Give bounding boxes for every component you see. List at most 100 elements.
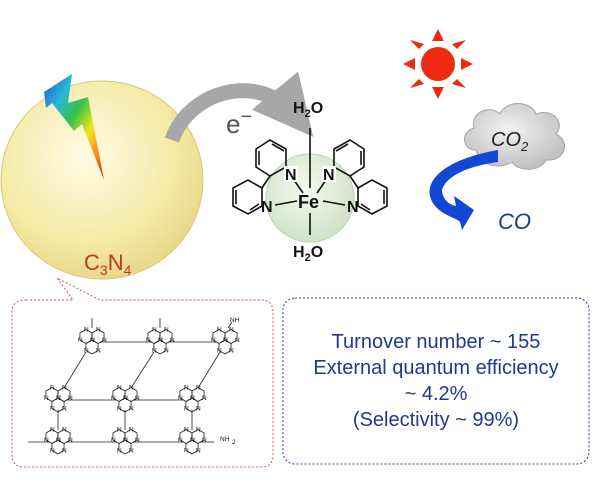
network-amine-labels: NH NH 2 <box>220 317 240 446</box>
network-n-atom: N <box>235 337 240 344</box>
network-n-atom: N <box>178 437 183 444</box>
network-bond <box>63 351 87 389</box>
network-n-atom: N <box>178 395 183 402</box>
network-n-atom: N <box>229 348 234 355</box>
network-bond <box>197 351 221 389</box>
network-ring <box>153 339 167 355</box>
network-n-atom: N <box>84 327 89 334</box>
sun-icon <box>403 29 473 99</box>
network-n-atom: N <box>117 448 122 455</box>
network-n-atom: N <box>158 337 163 344</box>
network-n-atom: N <box>146 337 151 344</box>
network-n-atom: N <box>184 385 189 392</box>
fe-complex-atom-labels: N N N N Fe H2O H2O <box>261 100 359 264</box>
network-n-atom: N <box>56 437 61 444</box>
network-n-atom: N <box>44 437 49 444</box>
network-ring <box>185 439 199 455</box>
network-n-atom: N <box>78 337 83 344</box>
network-n-atom: N <box>164 327 169 334</box>
network-n-atom: N <box>90 337 95 344</box>
network-n-atom: N <box>62 385 67 392</box>
network-n-atom: N <box>196 448 201 455</box>
network-n-atom: N <box>56 395 61 402</box>
network-n-atom: N <box>68 395 73 402</box>
network-n-atom: N <box>196 385 201 392</box>
network-n-atom: N <box>184 406 189 413</box>
network-bond <box>227 321 233 329</box>
svg-text:Fe: Fe <box>298 192 319 212</box>
network-n-atom: N <box>68 437 73 444</box>
svg-text:N: N <box>347 199 359 216</box>
axial-water-top: H2O <box>293 100 323 120</box>
svg-text:NH: NH <box>220 436 230 443</box>
svg-text:NH: NH <box>230 317 240 324</box>
network-n-atom: N <box>164 348 169 355</box>
network-n-atom: N <box>184 427 189 434</box>
co2-reduction-arrow <box>429 150 498 230</box>
svg-text:N: N <box>285 167 297 184</box>
co-label: CO <box>498 209 531 234</box>
svg-text:2: 2 <box>232 439 236 446</box>
network-n-atom: N <box>50 448 55 455</box>
network-n-atom: N <box>135 437 140 444</box>
selectivity-text: (Selectivity ~ 99%) <box>352 409 520 431</box>
results-panel: Turnover number ~ 155 External quantum e… <box>283 298 589 464</box>
network-n-atom: N <box>190 437 195 444</box>
network-n-atom: N <box>152 348 157 355</box>
network-n-atom: N <box>196 406 201 413</box>
c3n4-sphere <box>0 80 204 280</box>
network-n-atom: N <box>62 448 67 455</box>
network-ring <box>85 339 99 355</box>
network-n-atom: N <box>211 337 216 344</box>
co2-label: CO2 <box>491 129 529 154</box>
network-ring <box>218 339 232 355</box>
network-ring <box>118 439 132 455</box>
network-n-atom: N <box>202 437 207 444</box>
network-n-atom: N <box>62 427 67 434</box>
svg-text:N: N <box>261 199 273 216</box>
network-ring <box>51 439 65 455</box>
network-n-atom: N <box>170 337 175 344</box>
electron-label: e− <box>226 106 252 139</box>
network-n-atom: N <box>229 327 234 334</box>
network-n-atom: N <box>96 327 101 334</box>
c3n4-label: C3N4 <box>84 250 132 278</box>
fe-bipyridine-complex <box>232 128 388 235</box>
network-n-atom: N <box>62 406 67 413</box>
network-n-atom: N <box>117 427 122 434</box>
network-n-atom: N <box>44 395 49 402</box>
network-n-atom: N <box>217 327 222 334</box>
quantum-efficiency-text: External quantum efficiency <box>313 357 559 379</box>
turnover-number-text: Turnover number ~ 155 <box>331 331 541 353</box>
network-n-atom: N <box>123 437 128 444</box>
results-frame <box>282 297 590 465</box>
axial-water-bottom: H2O <box>293 244 323 264</box>
network-n-atom: N <box>129 406 134 413</box>
network-n-atom: N <box>184 448 189 455</box>
network-n-atom: N <box>129 448 134 455</box>
network-n-atom: N <box>50 427 55 434</box>
network-n-atom: N <box>111 395 116 402</box>
network-n-atom: N <box>111 437 116 444</box>
network-n-atom: N <box>50 385 55 392</box>
network-n-atom: N <box>129 427 134 434</box>
network-n-atom: N <box>84 348 89 355</box>
network-n-atom: N <box>129 385 134 392</box>
quantum-efficiency-value: ~ 4.2% <box>404 383 468 405</box>
network-n-atom: N <box>196 427 201 434</box>
svg-text:N: N <box>323 167 335 184</box>
network-n-atom: N <box>217 348 222 355</box>
network-n-atom: N <box>223 337 228 344</box>
network-n-atom: N <box>135 395 140 402</box>
network-n-atom: N <box>152 327 157 334</box>
network-n-atom: N <box>102 337 107 344</box>
network-n-atom: N <box>117 406 122 413</box>
network-n-atom: N <box>190 395 195 402</box>
network-n-atom: N <box>96 348 101 355</box>
electron-transfer-arrow <box>164 71 314 143</box>
network-n-atom: N <box>123 395 128 402</box>
network-n-atom: N <box>50 406 55 413</box>
network-bond <box>130 351 155 389</box>
